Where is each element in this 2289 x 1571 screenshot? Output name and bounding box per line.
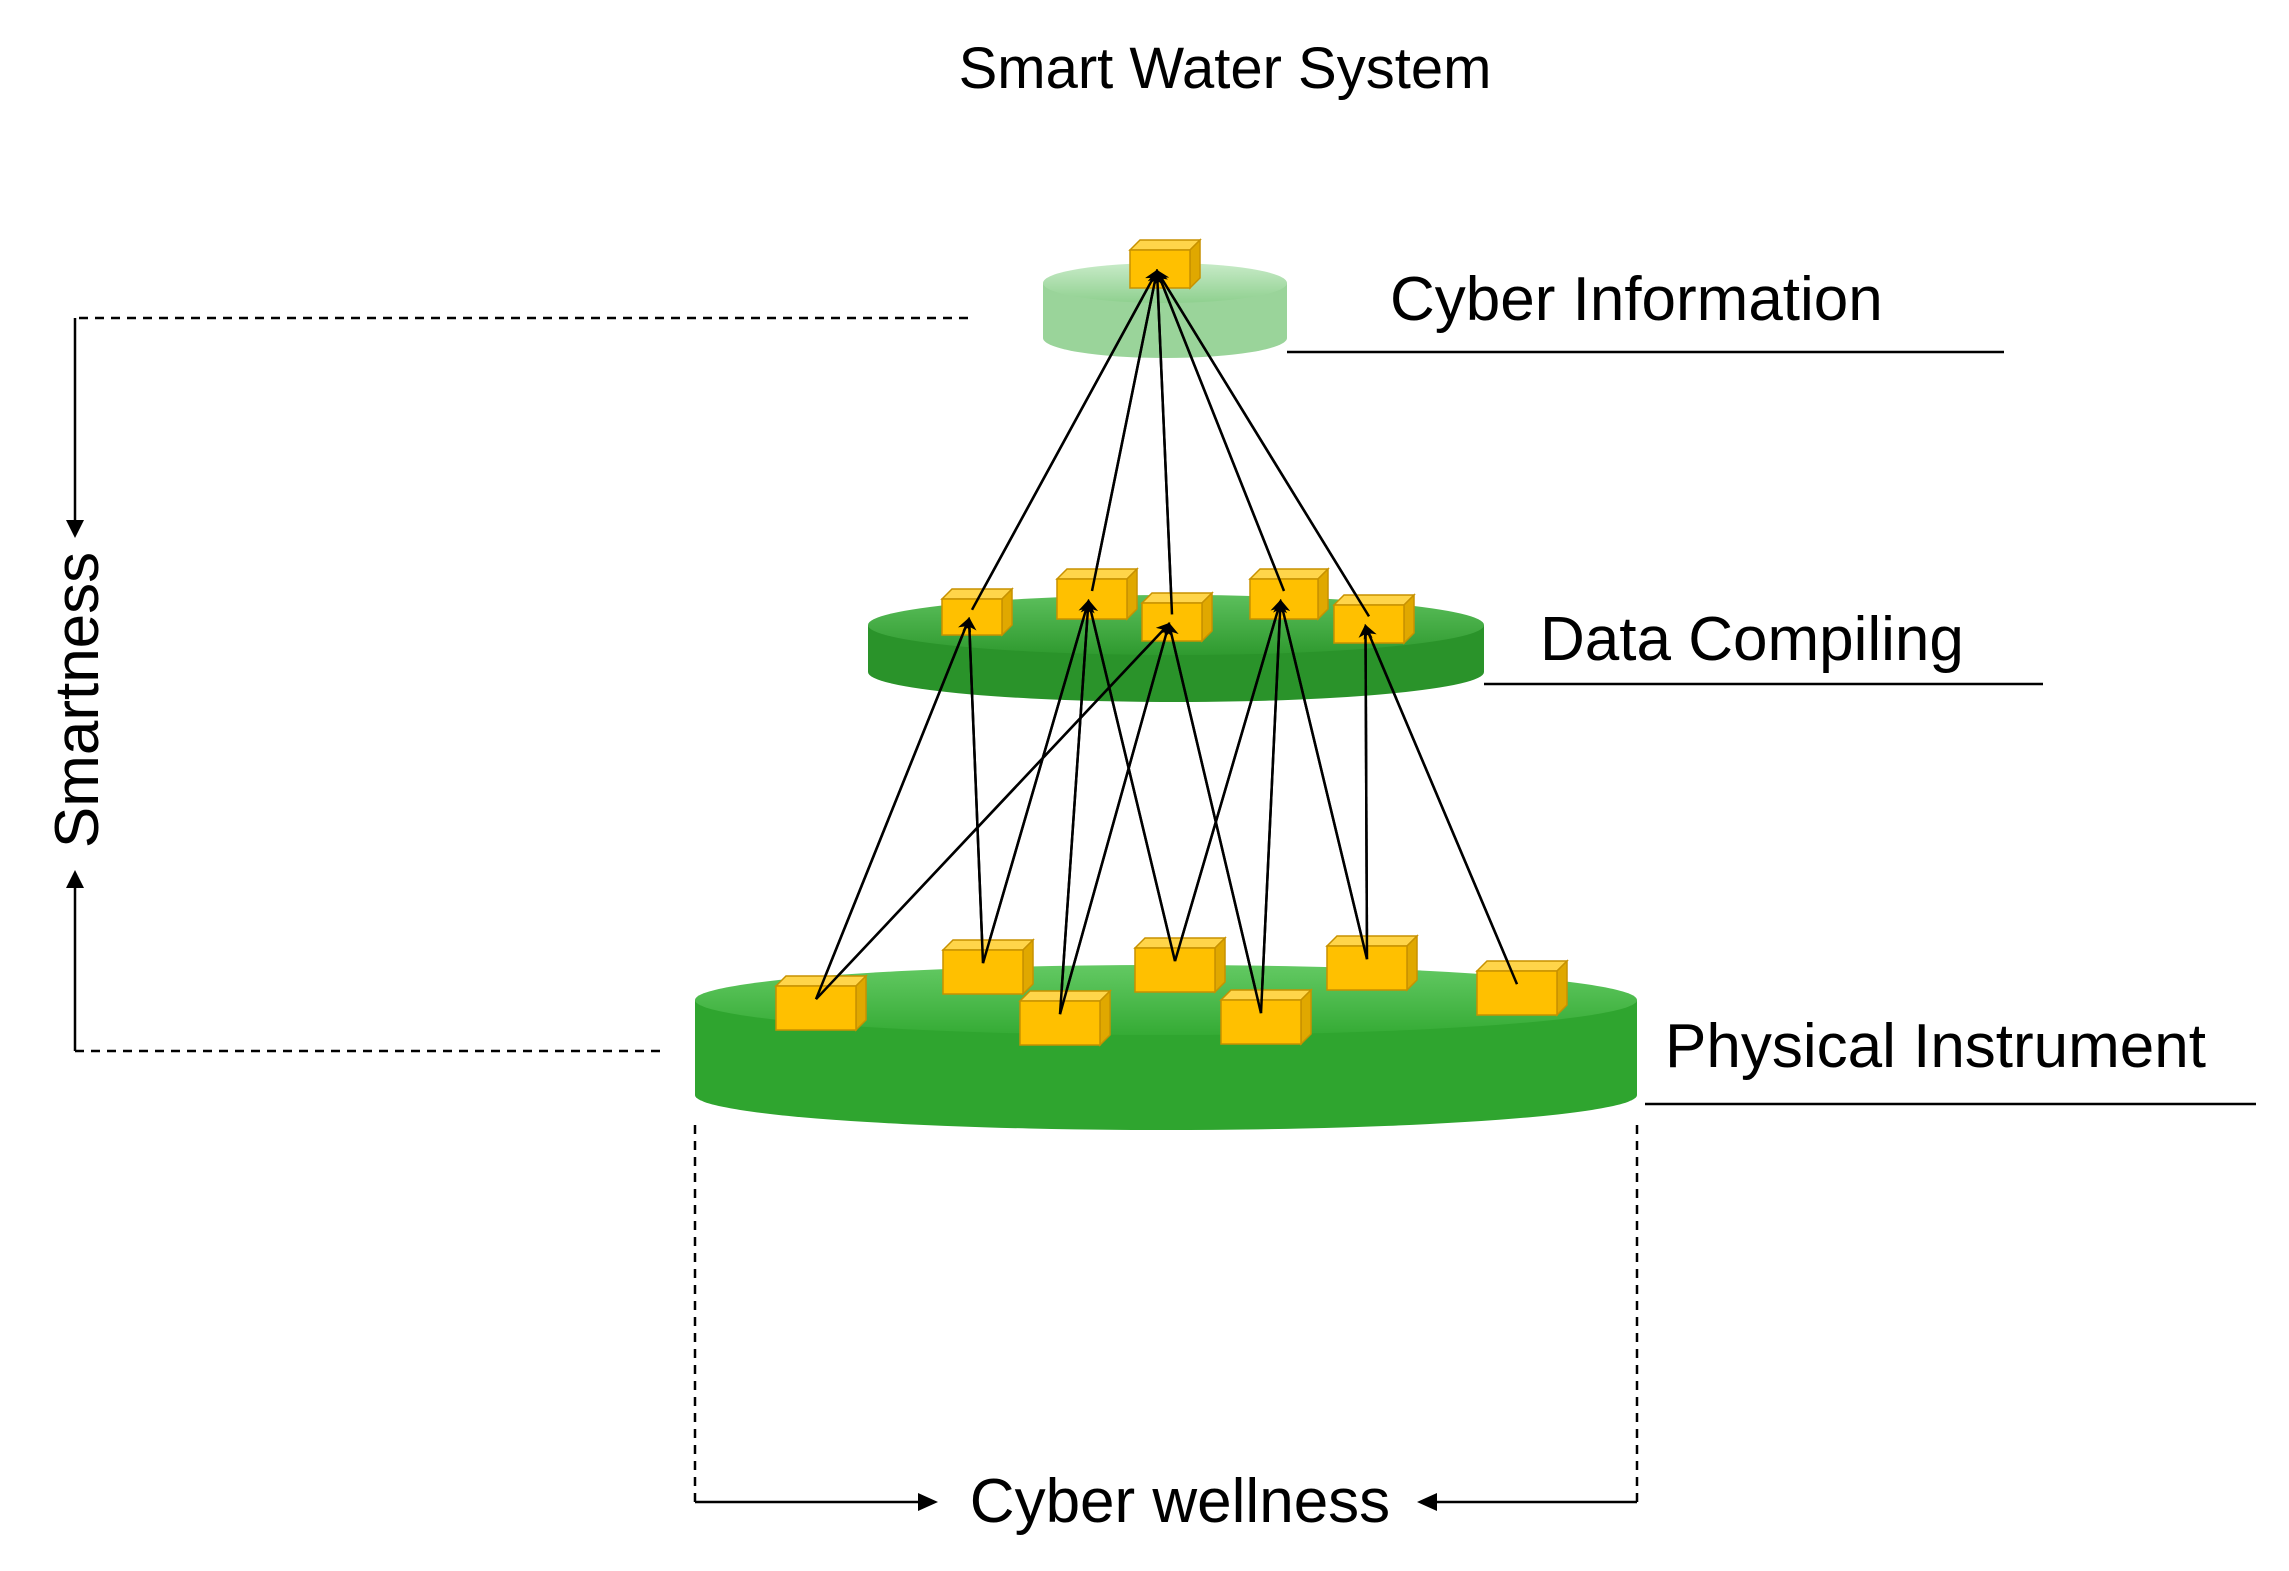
layer-cyber-information [1043,263,1287,358]
arrow-p5-to-d4-overlay [1259,599,1288,1014]
node-p5 [1219,988,1313,1046]
smartness-bracket [66,316,968,1053]
arrow-d2-to-c1-overlay [1090,268,1162,592]
cyber-wellness-label: Cyber wellness [970,1467,1390,1536]
smartness-label: Smartness [43,552,112,848]
arrow-p3-to-d2-overlay [1058,599,1095,1015]
node-p7 [1475,959,1569,1017]
arrow-d5-to-c1-overlay [1155,269,1371,618]
node-d1 [940,587,1014,637]
cyber-information-label: Cyber Information [1390,265,1883,334]
node-d4 [1248,567,1330,621]
arrow-p5-to-d3-overlay [1164,621,1263,1014]
arrow-d4-to-c1-overlay [1154,269,1286,592]
arrow-p6-to-d5-overlay [1358,623,1373,960]
arrow-p4-to-d4-overlay [1173,599,1284,962]
arrow-p7-to-d5-overlay [1363,624,1519,985]
node-d5 [1332,593,1416,645]
arrow-p2-to-d2-overlay [981,599,1092,964]
arrow-d1-to-c1-overlay [970,269,1159,611]
arrow-p1-to-d1-overlay [814,616,972,1000]
node-p1 [774,974,868,1032]
arrow-p3-to-d3-overlay [1058,621,1173,1015]
node-d2 [1055,567,1139,621]
connections-overlay [814,268,1519,1015]
physical-instrument-label: Physical Instrument [1665,1012,2206,1081]
arrow-p4-to-d2-overlay [1084,599,1177,962]
arrow-p2-to-d1-overlay [962,616,985,964]
node-c1 [1128,238,1202,290]
data-compiling-label: Data Compiling [1540,605,1964,674]
arrow-d3-to-c1-overlay [1150,268,1174,615]
node-p6 [1325,934,1419,992]
node-d3 [1140,591,1214,643]
cyber-wellness-bracket [693,1125,1639,1511]
node-p4 [1133,936,1227,994]
diagram-title: Smart Water System [959,36,1492,101]
arrow-p6-to-d4-overlay [1276,599,1369,960]
